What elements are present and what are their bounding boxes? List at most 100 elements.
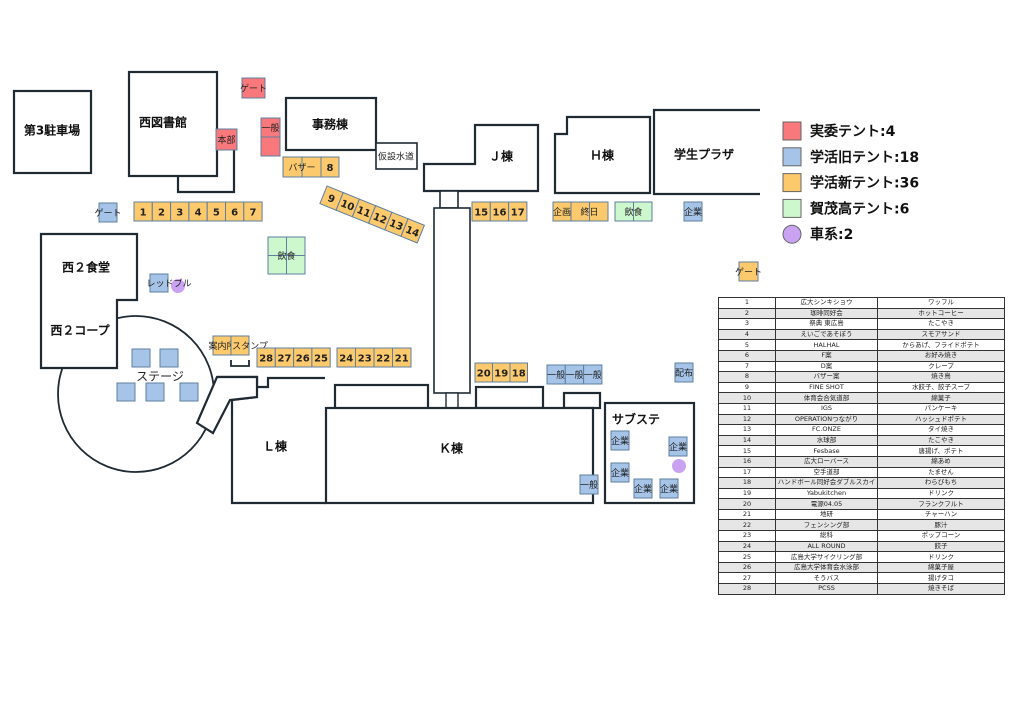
menu-item: 綿菓子屋 — [877, 561, 1005, 574]
legend-swatch — [782, 173, 802, 193]
group-name: 広大ローバース — [775, 455, 878, 468]
menu-item: たません — [877, 466, 1005, 479]
tent-box — [98, 202, 118, 223]
tent-label: 4 — [195, 208, 202, 219]
booth-number: 22 — [718, 519, 776, 532]
menu-item: 揚げタコ — [877, 572, 1005, 585]
tent-orange: 20 — [474, 362, 493, 383]
tent-label: 配布 — [675, 367, 693, 379]
group-name: 広大シンキショウ — [775, 297, 878, 309]
tent-box — [392, 347, 412, 368]
tent-red: 本部 — [215, 128, 238, 151]
menu-item: チャーハン — [877, 508, 1005, 521]
building-admin: 事務棟 — [284, 96, 378, 152]
building-label: Ｈ棟 — [590, 148, 615, 163]
tent-blue: ゲート — [94, 202, 122, 223]
tent-box — [738, 261, 759, 282]
group-name: 祭典 東広島 — [775, 318, 878, 330]
tent-label: 25 — [314, 354, 328, 365]
car-marker-redbull — [171, 279, 185, 293]
menu-item: たこやき — [877, 434, 1005, 447]
group-name: 空手道部 — [775, 466, 878, 479]
tent-orange: 23 — [355, 347, 375, 368]
tent-label: スタンプ — [232, 341, 268, 352]
tent-blue: レッドブル — [146, 273, 192, 293]
tent-orange: 13 — [384, 211, 409, 238]
tent-orange: 7 — [243, 201, 263, 222]
group-name: OPERATIONつながり — [775, 413, 878, 426]
building-label: 仮設水道 — [378, 151, 414, 163]
menu-item: からあげ、フライドポテト — [877, 339, 1005, 351]
legend-label: 車系:2 — [810, 226, 853, 243]
booth-number: 14 — [718, 434, 776, 447]
booth-number: 21 — [718, 508, 776, 521]
tent-green: 飲食 — [614, 201, 653, 222]
building-label: Ｋ棟 — [439, 441, 464, 456]
tent-orange: 24 — [336, 347, 356, 368]
menu-item: 餃子 — [877, 540, 1005, 553]
group-name: 地研 — [775, 508, 878, 521]
group-name: IGS — [775, 402, 878, 415]
tent-label: 一般 — [547, 369, 565, 381]
legend-label: 学活旧テント:18 — [810, 149, 919, 166]
tent-label: 23 — [358, 354, 372, 365]
building-west2-cafeteria: 西２食堂 西２コープ — [39, 232, 139, 370]
booth-number: 27 — [718, 572, 776, 585]
tent-box — [659, 478, 679, 499]
tent-label: 21 — [395, 354, 409, 365]
booth-number: 25 — [718, 551, 776, 563]
tent-orange: 28 — [256, 347, 276, 368]
tent-blue — [159, 348, 179, 368]
tent-orange: 16 — [489, 201, 510, 222]
tent-label: 9 — [326, 193, 337, 206]
tent-orange: 22 — [373, 347, 393, 368]
tent-label: 企業 — [611, 467, 629, 479]
menu-item: お好み焼き — [877, 349, 1005, 362]
tent-orange: 終日 — [570, 201, 609, 222]
tent-orange: ゲート — [735, 261, 762, 282]
tent-label: 22 — [376, 354, 390, 365]
tent-blue: 企業 — [610, 462, 630, 483]
booth-number: 18 — [718, 477, 776, 489]
building-l: Ｌ棟 — [195, 375, 326, 505]
tent-orange: 14 — [400, 218, 426, 244]
booth-number: 11 — [718, 402, 776, 415]
tent-box — [633, 478, 653, 499]
tent-label: 5 — [213, 208, 220, 219]
building-parking3: 第3駐車場 — [12, 89, 93, 175]
tent-label: 12 — [371, 211, 388, 226]
tent-label: 案内所 — [208, 340, 235, 352]
legend-swatch — [782, 224, 802, 244]
tent-label: 24 — [339, 354, 353, 365]
tent-blue — [179, 382, 199, 402]
tent-label: 26 — [296, 354, 310, 365]
tent-blue: 一般 — [546, 364, 566, 385]
group-name: Yabukitchen — [775, 487, 878, 500]
group-name: F案 — [775, 349, 878, 362]
menu-item: ホットコーヒー — [877, 307, 1005, 320]
tent-box — [400, 218, 426, 244]
booth-number: 15 — [718, 445, 776, 457]
booth-number: 16 — [718, 455, 776, 468]
tent-box — [674, 362, 694, 383]
menu-item: 豚汁 — [877, 519, 1005, 532]
building-student-plaza: 学生プラザ — [652, 108, 760, 196]
group-name: ハンドボール同好会ダブルスカイ — [775, 477, 878, 489]
tent-orange: 18 — [509, 362, 528, 383]
group-name: 広島大学サイクリング部 — [775, 551, 878, 563]
building-label: 学生プラザ — [674, 147, 734, 162]
legend-item-green: 賀茂高テント:6 — [782, 198, 909, 218]
tent-box — [179, 382, 199, 402]
